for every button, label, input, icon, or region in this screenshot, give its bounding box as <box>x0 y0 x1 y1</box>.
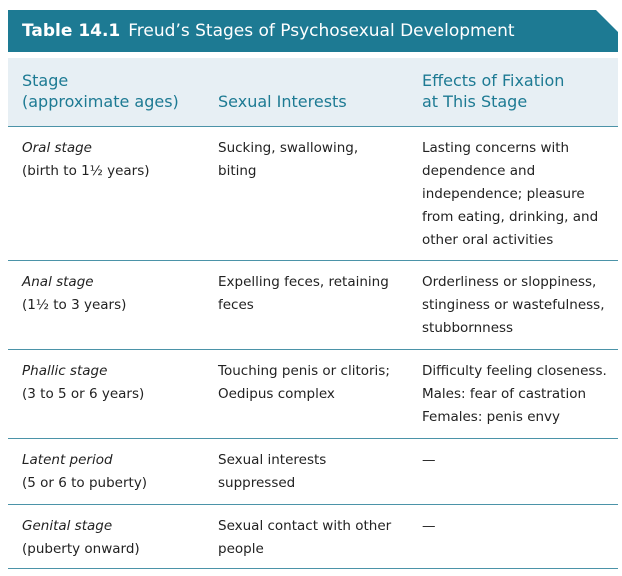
row-rule <box>8 438 618 439</box>
interests-line: Sexual interests <box>218 452 327 468</box>
table-title: Table 14.1 Freud’s Stages of Psychosexual… <box>22 21 515 41</box>
table-row-phallic-effects: Difficulty feeling closeness. Males: fea… <box>422 360 612 429</box>
effects-line: stinginess or wastefulness, <box>422 297 605 313</box>
row-rule <box>8 260 618 261</box>
effects-line: other oral activities <box>422 232 554 248</box>
stage-ages: (3 to 5 or 6 years) <box>22 386 145 402</box>
stage-ages: (birth to 1½ years) <box>22 163 150 179</box>
interests-line: biting <box>218 163 257 179</box>
effects-line: — <box>422 452 436 468</box>
effects-line: dependence and <box>422 163 536 179</box>
row-rule <box>8 504 618 505</box>
effects-line: stubbornness <box>422 320 514 336</box>
effects-line: Males: fear of castration <box>422 386 587 402</box>
stage-ages: (5 or 6 to puberty) <box>22 475 148 491</box>
interests-line: Expelling feces, retaining <box>218 274 389 290</box>
header-effects-line2: at This Stage <box>422 92 528 111</box>
table-title-bar <box>8 10 618 52</box>
header-stage-line2: (approximate ages) <box>22 92 179 111</box>
effects-line: — <box>422 518 436 534</box>
interests-line: Sucking, swallowing, <box>218 140 359 156</box>
stage-name: Oral stage <box>22 140 92 156</box>
stage-name: Genital stage <box>22 518 113 534</box>
effects-line: Females: penis envy <box>422 409 561 425</box>
stage-name: Latent period <box>22 452 113 468</box>
table-row-anal-interests: Expelling feces, retaining feces <box>218 271 413 317</box>
interests-line: feces <box>218 297 254 313</box>
header-rule <box>8 126 618 127</box>
header-effects: Effects of Fixation at This Stage <box>422 70 564 112</box>
header-interests: Sexual Interests <box>218 92 347 111</box>
table-row-oral-interests: Sucking, swallowing, biting <box>218 137 413 183</box>
effects-line: Orderliness or sloppiness, <box>422 274 597 290</box>
effects-line: Difficulty feeling closeness. <box>422 363 607 379</box>
table-row-latent-stage: Latent period (5 or 6 to puberty) <box>22 449 212 495</box>
table-row-genital-interests: Sexual contact with other people <box>218 515 413 561</box>
table-row-latent-effects: — <box>422 449 612 472</box>
interests-line: people <box>218 541 264 557</box>
stage-name: Anal stage <box>22 274 94 290</box>
table-title-label: Freud’s Stages of Psychosexual Developme… <box>128 21 515 41</box>
header-stage-line1: Stage <box>22 71 69 90</box>
table-row-latent-interests: Sexual interests suppressed <box>218 449 413 495</box>
table-row-genital-stage: Genital stage (puberty onward) <box>22 515 212 561</box>
header-stage: Stage (approximate ages) <box>22 70 179 112</box>
interests-line: Sexual contact with other <box>218 518 392 534</box>
psychosexual-stages-table: Table 14.1 Freud’s Stages of Psychosexual… <box>8 10 618 570</box>
table-header <box>8 58 618 126</box>
interests-line: Touching penis or clitoris; <box>218 363 390 379</box>
table-row-anal-stage: Anal stage (1½ to 3 years) <box>22 271 212 317</box>
header-effects-line1: Effects of Fixation <box>422 71 565 90</box>
interests-line: Oedipus complex <box>218 386 335 402</box>
table-row-phallic-stage: Phallic stage (3 to 5 or 6 years) <box>22 360 212 406</box>
table-row-genital-effects: — <box>422 515 612 538</box>
row-rule <box>8 349 618 350</box>
table-number: Table 14.1 <box>22 21 121 41</box>
table-row-phallic-interests: Touching penis or clitoris; Oedipus comp… <box>218 360 413 406</box>
stage-ages: (1½ to 3 years) <box>22 297 127 313</box>
interests-line: suppressed <box>218 475 296 491</box>
effects-line: independence; pleasure <box>422 186 585 202</box>
stage-ages: (puberty onward) <box>22 541 140 557</box>
stage-name: Phallic stage <box>22 363 108 379</box>
table-row-oral-effects: Lasting concerns with dependence and ind… <box>422 137 612 252</box>
effects-line: Lasting concerns with <box>422 140 570 156</box>
table-row-anal-effects: Orderliness or sloppiness, stinginess or… <box>422 271 612 340</box>
table-row-oral-stage: Oral stage (birth to 1½ years) <box>22 137 212 183</box>
effects-line: from eating, drinking, and <box>422 209 599 225</box>
bottom-rule <box>8 568 618 569</box>
